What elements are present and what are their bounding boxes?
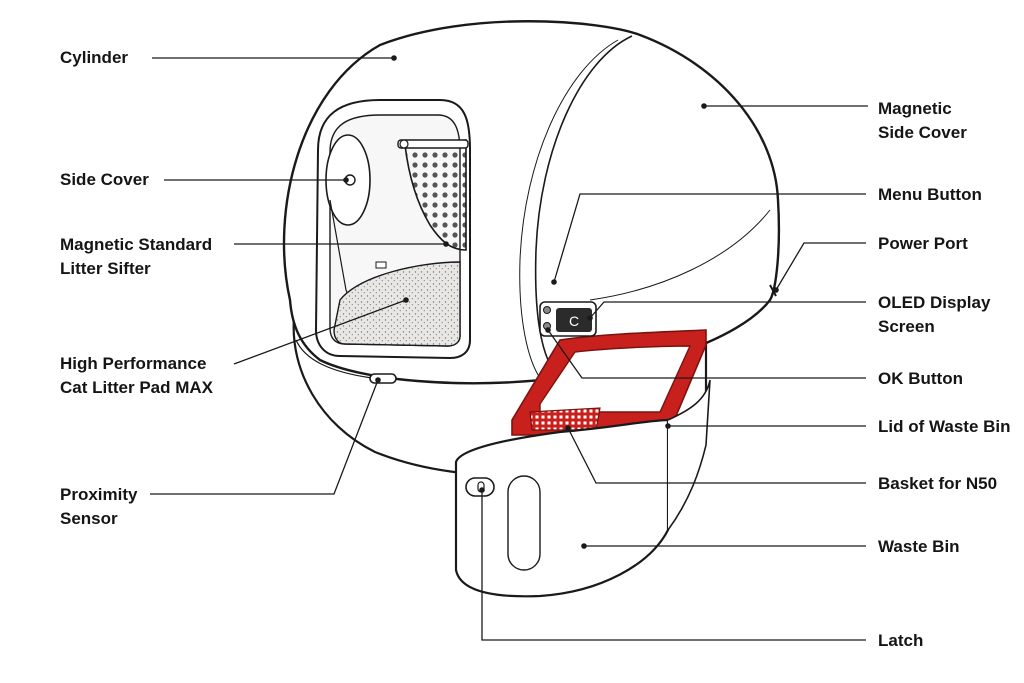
label-power-port-text: Power Port (878, 234, 968, 253)
label-oled-line1: OLED Display (878, 293, 991, 312)
label-ok-button: OK Button (878, 367, 963, 391)
proximity-sensor (369, 373, 397, 384)
label-basket-text: Basket for N50 (878, 474, 998, 493)
label-litter-sifter-line1: Magnetic Standard (60, 235, 213, 254)
leader-menu-button (553, 193, 866, 283)
magnetic-side-cover-outline (534, 35, 633, 379)
leader-power-port (775, 242, 866, 291)
label-oled-display: OLED Display Screen (878, 291, 990, 339)
label-magnetic-side-cover-line2: Side Cover (878, 123, 967, 142)
label-waste-bin-text: Waste Bin (878, 537, 960, 556)
basket (529, 407, 601, 431)
label-waste-bin-lid-text: Lid of Waste Bin (878, 417, 1011, 436)
waste-bin-window (507, 475, 541, 571)
leader-lines (150, 57, 868, 641)
label-basket: Basket for N50 (878, 472, 997, 496)
label-oled-line2: Screen (878, 317, 935, 336)
leader-proximity (150, 379, 379, 495)
label-menu-button: Menu Button (878, 183, 982, 207)
label-latch-text: Latch (878, 631, 924, 650)
label-latch: Latch (878, 629, 923, 653)
litter-sifter (404, 139, 467, 251)
label-litter-sifter: Magnetic Standard Litter Sifter (60, 233, 212, 281)
leader-litter-pad (233, 299, 407, 365)
label-proximity-sensor: Proximity Sensor (60, 483, 137, 531)
waste-bin-drawer (454, 418, 670, 598)
label-menu-button-text: Menu Button (878, 185, 982, 204)
label-cylinder-text: Cylinder (60, 48, 129, 67)
label-magnetic-side-cover: Magnetic Side Cover (878, 97, 967, 145)
oled-display-glyph: C (569, 313, 579, 329)
label-side-cover-text: Side Cover (60, 170, 149, 189)
leader-dots (343, 55, 779, 549)
label-waste-bin-lid: Lid of Waste Bin (878, 415, 1011, 439)
label-ok-button-text: OK Button (878, 369, 963, 388)
label-litter-sifter-line2: Litter Sifter (60, 259, 151, 278)
label-side-cover: Side Cover (60, 168, 149, 192)
label-power-port: Power Port (878, 232, 968, 256)
label-litter-pad: High Performance Cat Litter Pad MAX (60, 352, 213, 400)
label-litter-pad-line2: Cat Litter Pad MAX (60, 378, 214, 397)
leader-basket (567, 427, 866, 484)
label-cylinder: Cylinder (60, 46, 128, 70)
label-proximity-line1: Proximity (60, 485, 138, 504)
oled-display-screen (556, 308, 592, 332)
label-waste-bin: Waste Bin (878, 535, 960, 559)
label-litter-pad-line1: High Performance (60, 354, 207, 373)
label-magnetic-side-cover-line1: Magnetic (878, 99, 952, 118)
label-proximity-line2: Sensor (60, 509, 118, 528)
leader-latch (481, 490, 866, 641)
leader-ok-button (547, 329, 866, 379)
power-port (769, 284, 777, 297)
leader-oled (589, 301, 866, 319)
menu-button (543, 306, 551, 314)
